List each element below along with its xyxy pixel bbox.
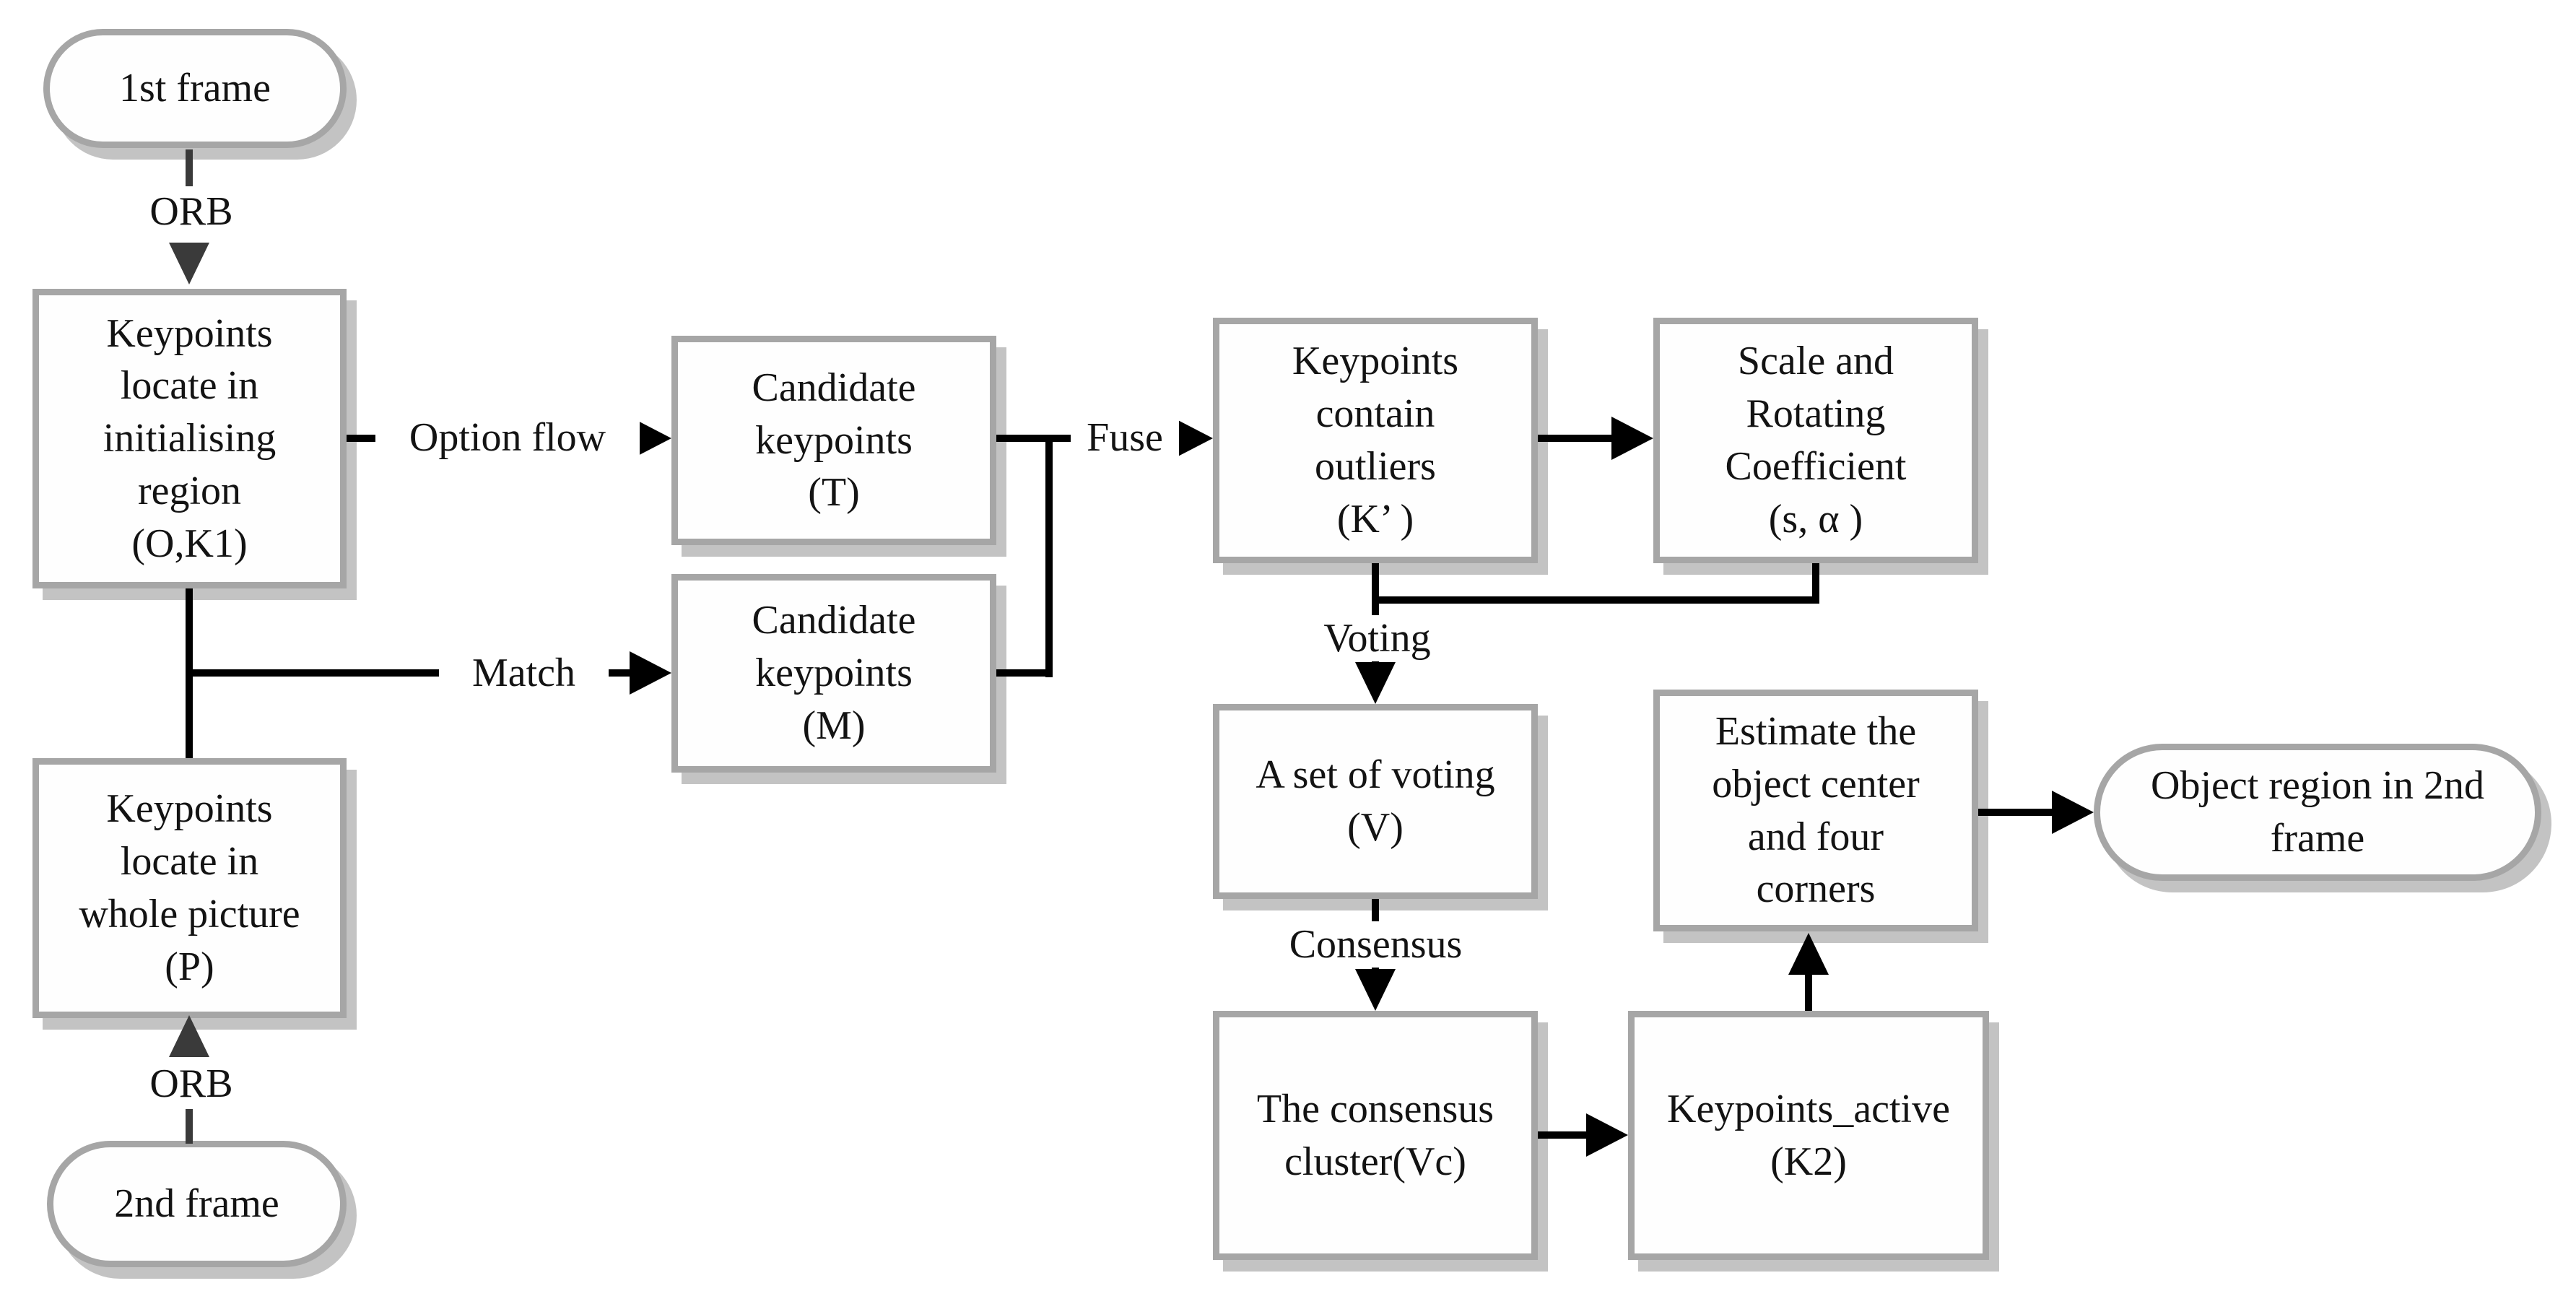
edge-label-fuse: Fuse: [1071, 413, 1179, 462]
node-keypoints-initialising-region: Keypoints locate in initialising region …: [32, 289, 347, 588]
edge-label-consensus: Consensus: [1251, 921, 1500, 968]
node-candidate-keypoints-t-label: Candidate keypoints (T): [752, 365, 916, 516]
node-candidate-keypoints-m: Candidate keypoints (M): [671, 574, 996, 773]
node-estimate-object-center-label: Estimate the object center and four corn…: [1712, 708, 1920, 912]
edge-label-match: Match: [439, 648, 609, 697]
node-1st-frame: 1st frame: [43, 29, 347, 148]
edge-label-orb-top: ORB: [119, 186, 264, 237]
arrowhead-up-frame2-p: [169, 1015, 209, 1057]
node-keypoints-whole-picture: Keypoints locate in whole picture (P): [32, 758, 347, 1018]
node-keypoints-contain-outliers-label: Keypoints contain outliers (K’ ): [1292, 339, 1459, 542]
node-keypoints-whole-picture-label: Keypoints locate in whole picture (P): [79, 786, 300, 989]
edge-label-orb-bottom: ORB: [119, 1059, 264, 1109]
edge-m-merge-line: [996, 669, 1053, 677]
arrowhead-right-ok1-m: [630, 651, 671, 695]
node-estimate-object-center: Estimate the object center and four corn…: [1653, 690, 1978, 931]
node-keypoints-active: Keypoints_active (K2): [1628, 1011, 1989, 1260]
node-1st-frame-label: 1st frame: [119, 66, 271, 111]
edge-frame1-ok1-shaft: [186, 149, 193, 189]
node-2nd-frame-label: 2nd frame: [114, 1181, 279, 1227]
arrowhead-right-estimate-objregion: [2052, 791, 2094, 834]
node-object-region-2nd-frame: Object region in 2nd frame: [2094, 744, 2541, 881]
node-keypoints-initialising-region-label: Keypoints locate in initialising region …: [103, 310, 277, 566]
edge-k2-estimate-line: [1805, 975, 1812, 1011]
arrowhead-down-consensus-vc: [1355, 969, 1396, 1011]
node-consensus-cluster: The consensus cluster(Vc): [1213, 1011, 1538, 1260]
arrowhead-down-frame1-ok1: [169, 243, 209, 284]
node-keypoints-contain-outliers: Keypoints contain outliers (K’ ): [1213, 318, 1538, 563]
edge-salpha-feedback-vertical: [1812, 563, 1819, 604]
node-keypoints-active-label: Keypoints_active (K2): [1667, 1086, 1950, 1184]
node-candidate-keypoints-t: Candidate keypoints (T): [671, 336, 996, 545]
edge-kprime-salpha-line: [1538, 435, 1611, 442]
edge-merge-vertical-line: [1045, 435, 1053, 677]
node-scale-rotating-coefficient-label: Scale and Rotating Coefficient (s, α ): [1725, 339, 1907, 542]
edge-label-voting: Voting: [1300, 615, 1455, 661]
node-2nd-frame: 2nd frame: [47, 1141, 347, 1267]
arrowhead-right-kprime-salpha: [1611, 417, 1653, 460]
node-object-region-2nd-frame-label: Object region in 2nd frame: [2151, 763, 2484, 861]
edge-kprime-v-line: [1372, 563, 1379, 662]
node-set-of-voting: A set of voting (V): [1213, 704, 1538, 899]
arrowhead-right-vc-k2: [1586, 1113, 1628, 1157]
edge-frame2-p-shaft: [186, 1108, 193, 1144]
edge-salpha-feedback-horizontal: [1372, 596, 1819, 604]
node-consensus-cluster-label: The consensus cluster(Vc): [1256, 1086, 1494, 1184]
node-scale-rotating-coefficient: Scale and Rotating Coefficient (s, α ): [1653, 318, 1978, 563]
node-set-of-voting-label: A set of voting (V): [1256, 752, 1495, 850]
edge-estimate-objregion-line: [1978, 809, 2052, 816]
edge-vc-k2-line: [1538, 1131, 1586, 1139]
arrowhead-down-voting-v: [1355, 662, 1396, 704]
edge-ok1-m-line: [186, 669, 630, 677]
node-candidate-keypoints-m-label: Candidate keypoints (M): [752, 598, 916, 748]
arrowhead-up-k2-estimate: [1788, 933, 1829, 975]
edge-label-option-flow: Option flow: [375, 413, 640, 462]
